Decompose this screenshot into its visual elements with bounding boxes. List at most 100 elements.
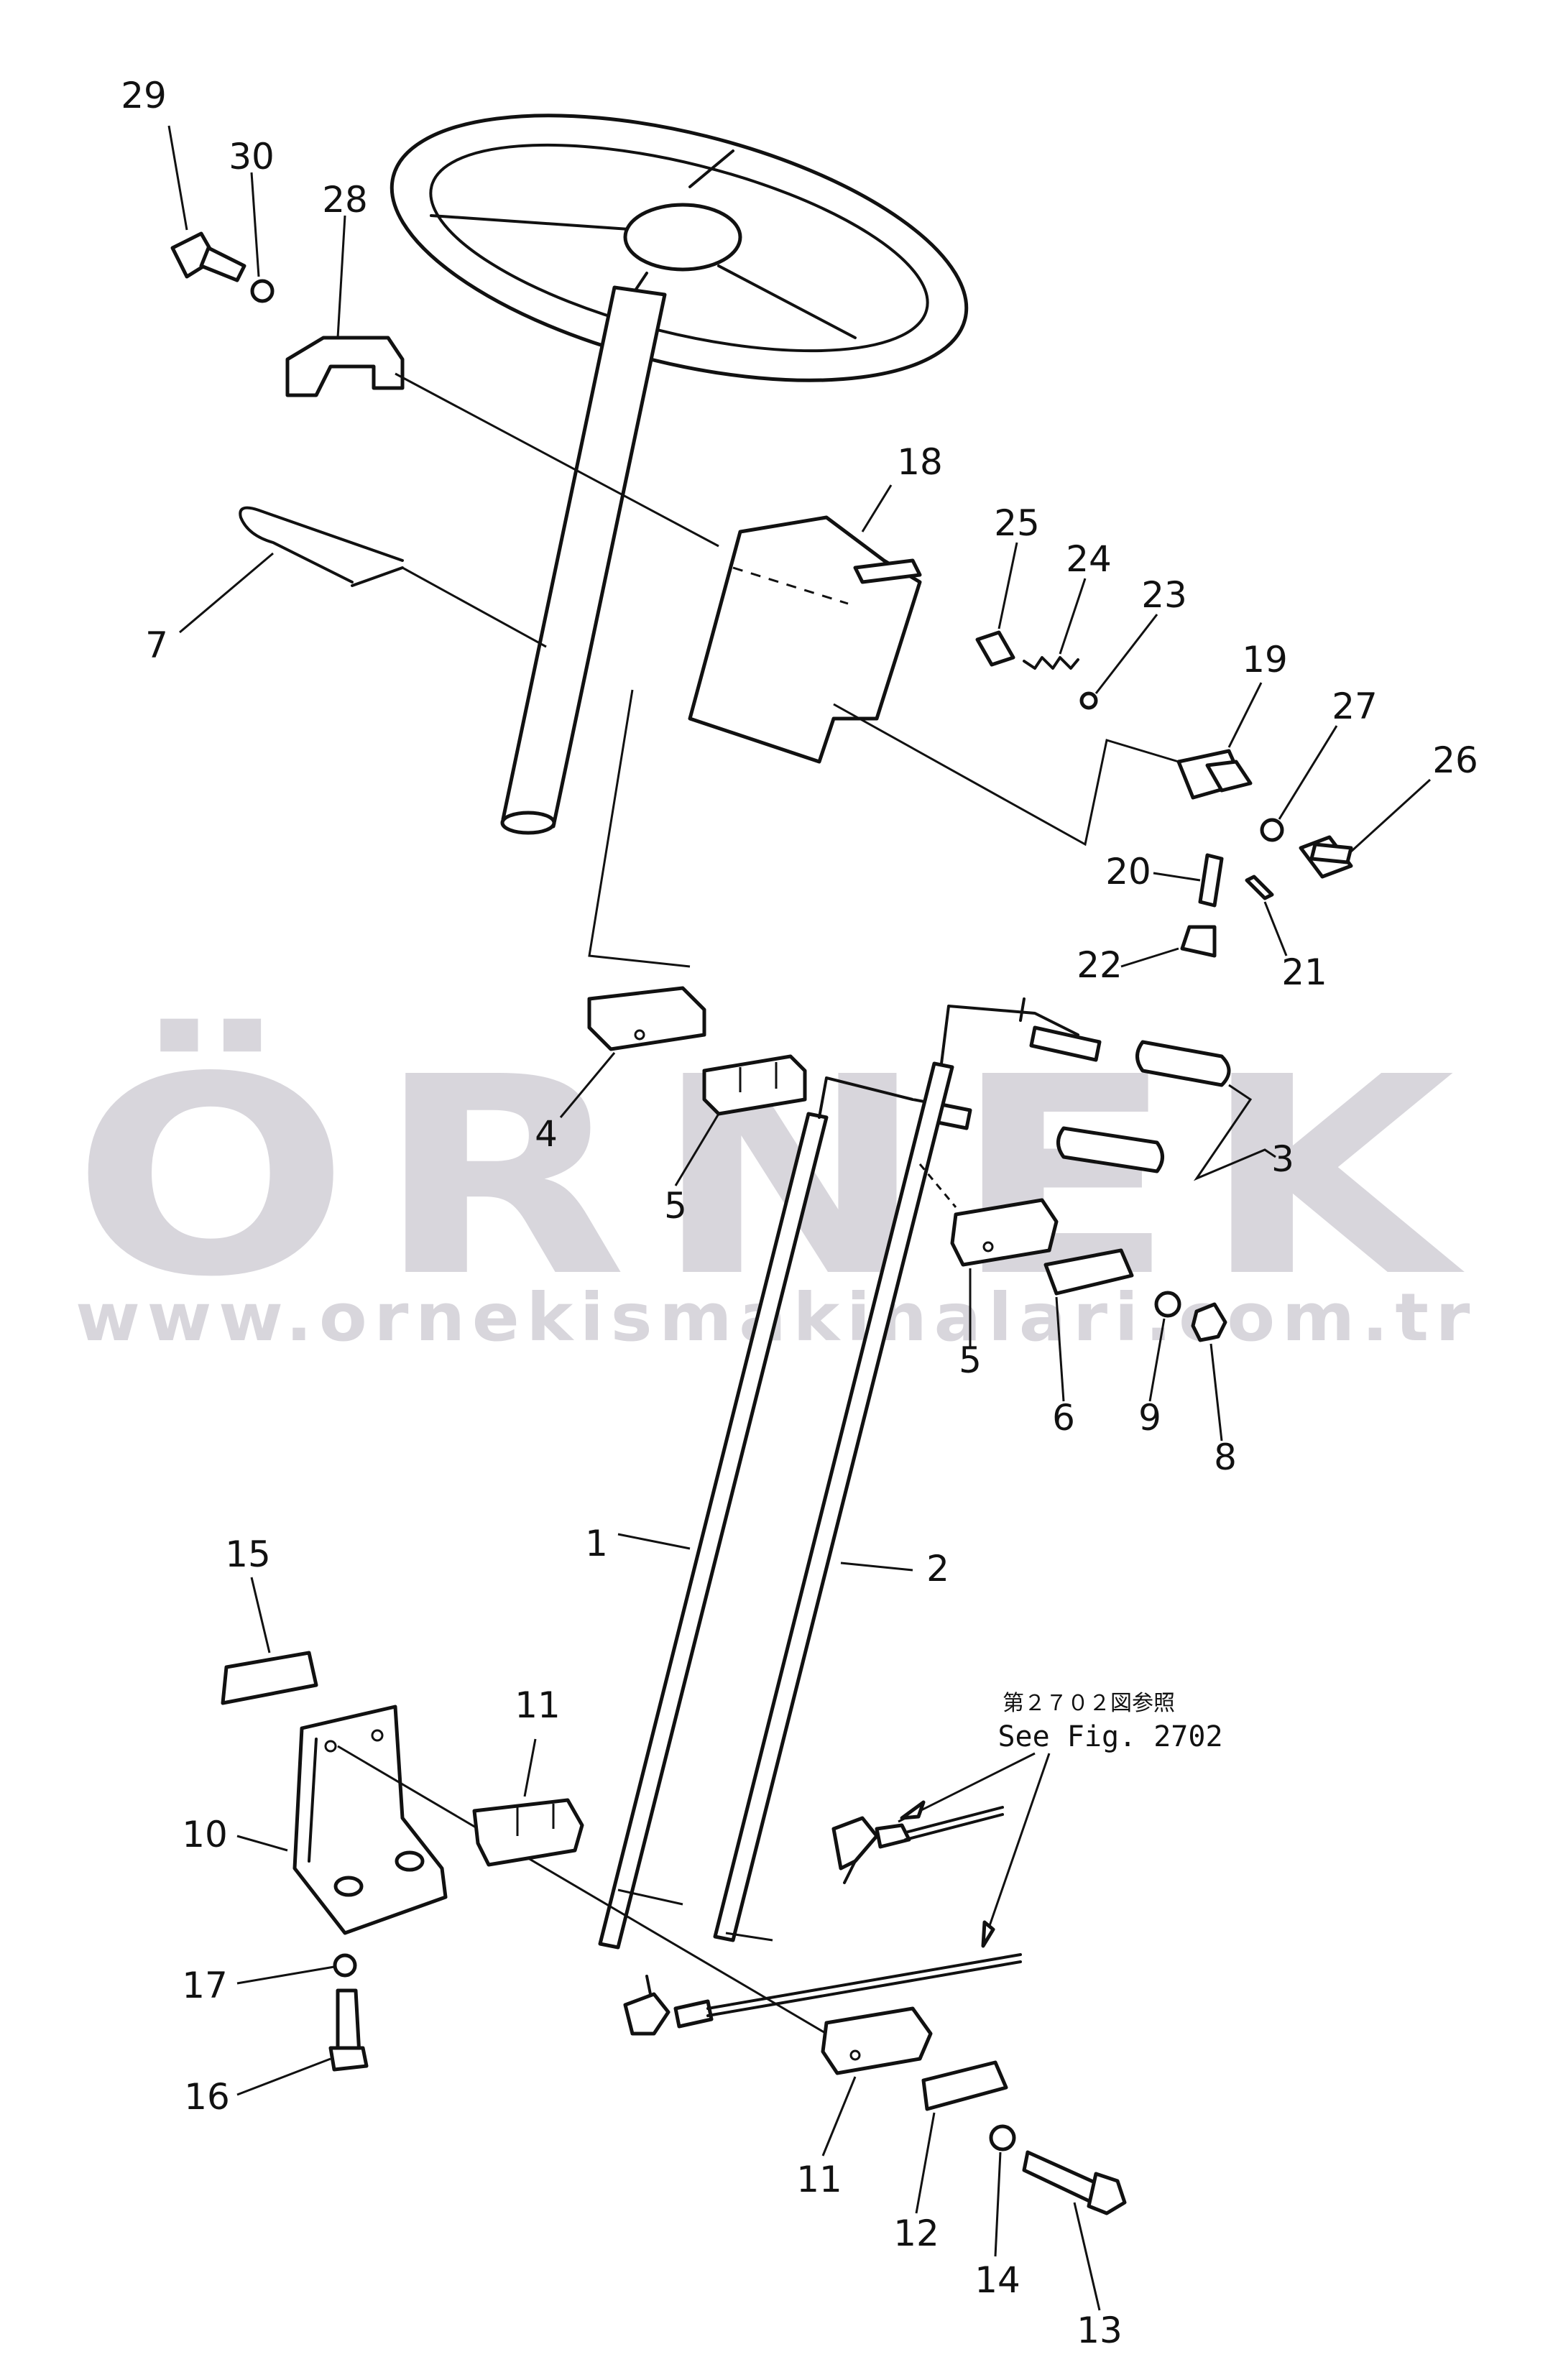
part-5-block-lower (950, 1198, 1059, 1267)
part-20-pin (1198, 853, 1224, 908)
part-11-block-lower (821, 2006, 933, 2075)
label-part-11-upper: 11 (515, 1684, 561, 1726)
label-part-21: 21 (1281, 951, 1327, 993)
label-part-20: 20 (1105, 851, 1151, 892)
part-9-washer (1154, 1291, 1181, 1318)
leader-23 (1095, 614, 1158, 694)
part-28-clamp (285, 336, 405, 397)
assembly-line-28 (395, 372, 719, 548)
label-part-6: 6 (1052, 1397, 1075, 1439)
part-15-plate (221, 1651, 318, 1705)
leader-26 (1350, 778, 1432, 853)
part-8-nut (1191, 1302, 1227, 1342)
leader-15 (250, 1577, 271, 1653)
part-30-washer (250, 279, 275, 303)
part-16-bolt (328, 1988, 369, 2072)
label-part-5-lower: 5 (959, 1339, 982, 1381)
part-10-bracket (292, 1705, 448, 1935)
leader-6 (1055, 1296, 1065, 1402)
part-3-knob-lower (1056, 1126, 1164, 1173)
label-part-7: 7 (145, 624, 168, 666)
label-part-1: 1 (585, 1523, 608, 1564)
leader-10 (236, 1835, 288, 1852)
part-4-block (587, 986, 706, 1051)
leader-22 (1120, 947, 1179, 968)
leader-11-upper (523, 1738, 537, 1797)
leader-2 (840, 1562, 913, 1572)
reference-arrow-lower (983, 1753, 1051, 1941)
part-18-bracket (688, 515, 922, 764)
label-part-14: 14 (974, 2259, 1020, 2301)
leader-4 (559, 1052, 616, 1118)
leader-19 (1227, 682, 1263, 748)
leader-8 (1209, 1343, 1223, 1442)
control-rod-upper (831, 1806, 1004, 1884)
reference-arrowhead-upper (900, 1800, 926, 1820)
label-part-4: 4 (535, 1113, 558, 1155)
leader-3 (1193, 1084, 1276, 1181)
label-part-10: 10 (182, 1814, 228, 1855)
label-part-29: 29 (121, 75, 167, 116)
part-14-washer (989, 2124, 1016, 2151)
label-part-19: 19 (1242, 639, 1288, 681)
label-part-5-upper: 5 (664, 1185, 687, 1227)
steering-column (500, 285, 691, 968)
label-part-2: 2 (926, 1548, 949, 1590)
part-17-washer (333, 1953, 357, 1978)
lever-bottom-plate-1 (617, 1888, 683, 1906)
part-2-lever (713, 997, 1102, 1942)
leader-25 (997, 542, 1018, 629)
assembly-line-5 (918, 1163, 957, 1208)
label-part-30: 30 (229, 136, 275, 177)
label-part-27: 27 (1332, 686, 1378, 727)
leader-17 (236, 1965, 335, 1985)
leader-11-lower (821, 2076, 857, 2157)
leader-14 (994, 2151, 1002, 2257)
part-5-block-upper (702, 1054, 807, 1116)
label-part-8: 8 (1214, 1436, 1237, 1478)
leader-30 (250, 172, 260, 277)
part-29-bolt (170, 231, 246, 282)
reference-note-japanese: 第２７０２図参照 (1003, 1691, 1175, 1716)
reference-note-english: See Fig. 2702 (997, 1720, 1222, 1753)
leader-5-upper (674, 1113, 720, 1186)
label-part-9: 9 (1138, 1397, 1161, 1439)
label-part-11-lower: 11 (796, 2159, 842, 2200)
label-part-12: 12 (893, 2213, 939, 2254)
leader-16 (236, 2057, 331, 2096)
leader-12 (915, 2112, 936, 2214)
label-part-15: 15 (225, 1533, 271, 1575)
part-23-ball (1079, 691, 1098, 710)
leader-29 (167, 125, 188, 231)
leader-20 (1153, 872, 1201, 882)
part-13-bolt (1022, 2150, 1127, 2215)
label-part-26: 26 (1432, 739, 1478, 781)
leader-28 (336, 215, 346, 338)
label-part-25: 25 (994, 502, 1040, 544)
leader-9 (1148, 1318, 1166, 1402)
label-part-18: 18 (897, 441, 943, 483)
part-3-knob-upper (1135, 1040, 1231, 1087)
leader-21 (1263, 901, 1288, 956)
lever-bottom-plate-2 (725, 1932, 773, 1942)
label-part-28: 28 (322, 179, 368, 221)
part-12-plate (921, 2060, 1008, 2111)
leader-1 (617, 1533, 691, 1550)
part-27-washer (1260, 818, 1284, 842)
reference-arrowhead-lower (981, 1920, 995, 1948)
part-7-u-bolt (239, 506, 404, 587)
control-rod-lower (623, 1953, 1022, 2036)
assembly-line-18 (833, 703, 1179, 847)
part-25-plug (975, 630, 1015, 667)
part-6-plate (1043, 1248, 1134, 1296)
label-part-3: 3 (1271, 1138, 1294, 1180)
part-22-cap (1180, 925, 1217, 958)
leader-13 (1073, 2202, 1101, 2311)
label-part-22: 22 (1077, 944, 1123, 986)
leader-18 (861, 484, 893, 532)
part-labels: 29 30 28 18 25 24 23 7 19 27 26 20 22 21… (121, 75, 1478, 2351)
part-21-pin (1245, 875, 1274, 900)
part-19-bracket (1176, 749, 1253, 800)
leader-24 (1059, 578, 1087, 655)
